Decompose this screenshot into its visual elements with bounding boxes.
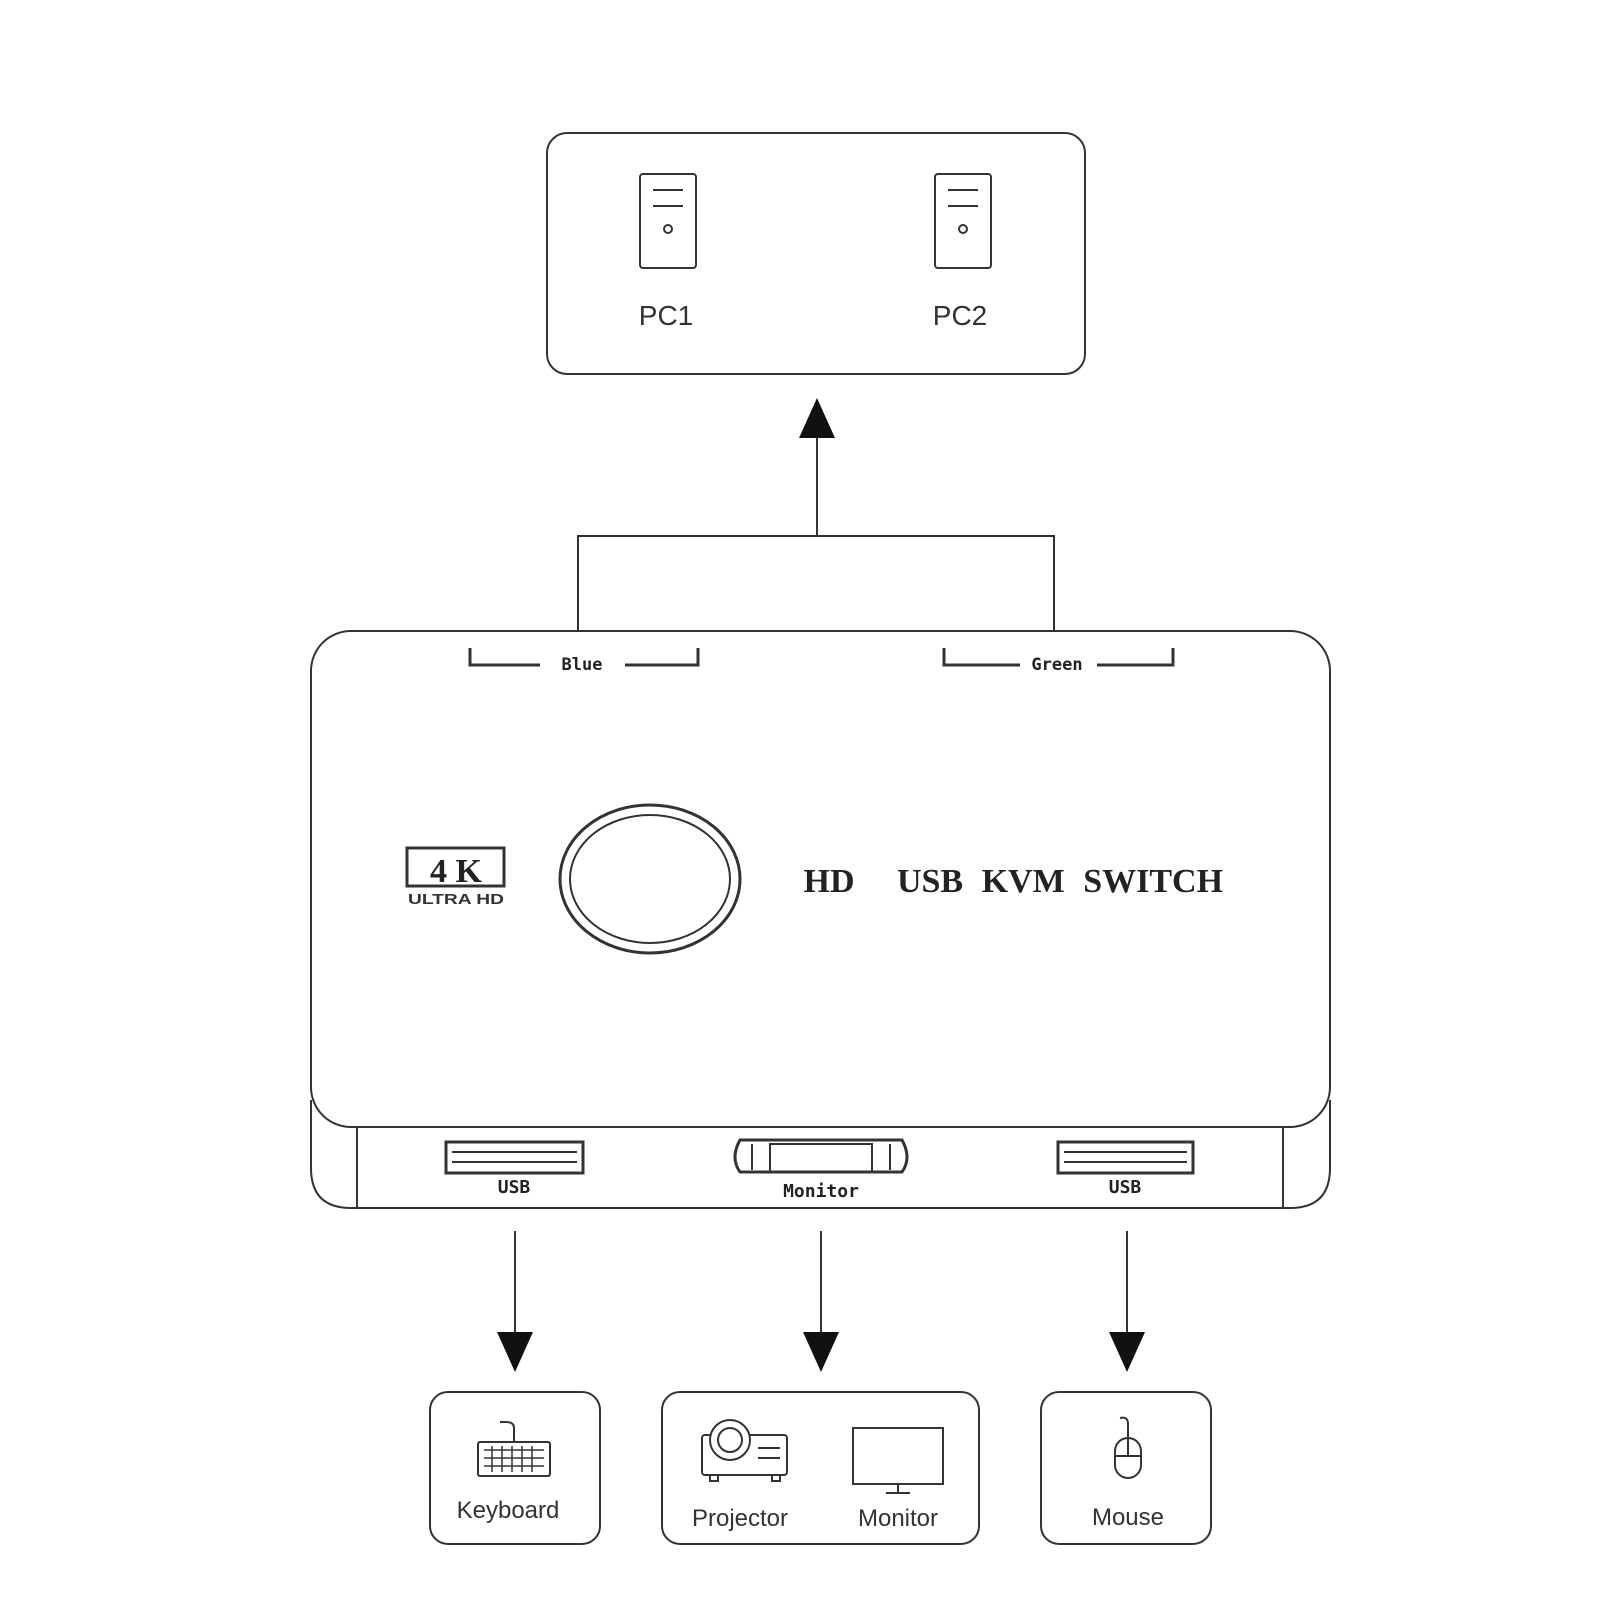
usb-port-right: USB [1056,1140,1195,1198]
keyboard-label: Keyboard [457,1497,560,1524]
projector-label: Projector [692,1505,788,1532]
svg-text:ULTRA HD: ULTRA HD [408,891,504,908]
svg-text:USB: USB [1109,1177,1142,1198]
display-devices: Projector Monitor [661,1391,980,1545]
arrow-down-icon [497,1332,533,1372]
arrow-up-icon [799,398,835,438]
mouse-device: Mouse [1040,1391,1212,1545]
pc-group: PC1 PC2 [546,132,1086,375]
pc1-tower-icon [639,173,697,269]
port-green-label: Green [1031,655,1082,675]
hd-label: HD [804,863,855,900]
projector-icon [701,1419,788,1482]
svg-text:USB: USB [498,1177,531,1198]
arrow-down-icon [803,1332,839,1372]
keyboard-device: Keyboard [429,1391,601,1545]
monitor-icon [852,1427,944,1494]
port-blue-label: Blue [562,655,603,675]
hdmi-monitor-port: Monitor [733,1138,909,1202]
svg-text:4 K: 4 K [430,853,483,890]
mouse-icon [1114,1416,1142,1479]
monitor-label: Monitor [858,1505,938,1532]
switch-button[interactable] [558,803,742,955]
arrow-to-pcs [577,398,1055,631]
4k-ultra-hd-badge: 4 K ULTRA HD [405,846,506,908]
arrow-down-icon [1109,1332,1145,1372]
kvm-switch: Blue Green 4 K ULTRA HD HD USB KVM SWITC… [310,630,1331,1209]
keyboard-icon [477,1421,551,1477]
pc1-label: PC1 [639,300,693,331]
svg-text:Monitor: Monitor [783,1181,859,1202]
pc2-label: PC2 [933,300,987,331]
switch-title: USB KVM SWITCH [897,863,1223,900]
pc2-tower-icon [934,173,992,269]
arrows-to-devices [497,1231,1145,1372]
mouse-label: Mouse [1092,1504,1164,1531]
usb-port-left: USB [444,1140,585,1198]
